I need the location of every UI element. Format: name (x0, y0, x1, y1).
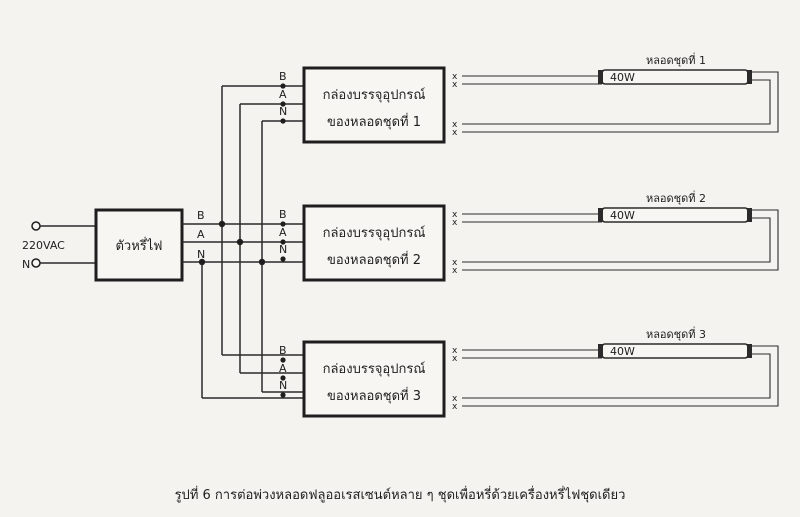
unit-terminal-n: N (279, 243, 287, 256)
source-neutral-label: N (22, 258, 30, 271)
unit-box (302, 204, 446, 282)
terminal-dot (280, 239, 286, 245)
unit-terminal-a: A (279, 362, 287, 375)
unit-terminal-a: A (279, 88, 287, 101)
output-mark: x (452, 72, 458, 82)
dimmer-terminal-a: A (197, 228, 205, 241)
output-mark: x (452, 210, 458, 220)
lamp-cap (747, 208, 752, 222)
terminal-dot (280, 357, 286, 363)
output-mark: x (452, 346, 458, 356)
dimmer-label: ตัวหรี่ไฟ (115, 237, 162, 254)
lamp-cap (598, 344, 603, 358)
figure-caption: รูปที่ 6 การต่อพ่วงหลอดฟลูออเรสเซนต์หลาย… (175, 486, 626, 503)
unit-terminal-a: A (279, 226, 287, 239)
output-mark: x (452, 402, 458, 412)
output-mark: x (452, 128, 458, 138)
source-terminal-line (31, 221, 41, 231)
terminal-dot (280, 118, 286, 124)
terminal-dot (280, 256, 286, 262)
lamp-cap (598, 208, 603, 222)
lamp-cap (598, 70, 603, 84)
unit-box (302, 66, 446, 144)
terminal-dot (280, 392, 286, 398)
unit-box-label-line1: กล่องบรรจุอุปกรณ์ (323, 87, 426, 103)
terminal-dot (280, 221, 286, 227)
output-mark: x (452, 120, 458, 130)
unit-box-label-line2: ของหลอดชุดที่ 3 (327, 387, 421, 404)
output-mark: x (452, 258, 458, 268)
output-mark: x (452, 80, 458, 90)
source: 220VAC N (22, 221, 96, 271)
unit-terminal-n: N (279, 105, 287, 118)
lamp-set-label: หลอดชุดที่ 2 (646, 190, 706, 205)
lamp-set-label: หลอดชุดที่ 3 (646, 326, 706, 341)
source-voltage-label: 220VAC (22, 239, 65, 252)
terminal-dot (280, 375, 286, 381)
unit-box-label-line1: กล่องบรรจุอุปกรณ์ (323, 361, 426, 377)
bus-wiring (182, 85, 304, 399)
dimmer-terminal-b: B (197, 209, 205, 222)
lamp-rating: 40W (610, 71, 635, 84)
unit-box (302, 340, 446, 418)
lamp-cap (747, 70, 752, 84)
lamp-rating: 40W (610, 209, 635, 222)
output-mark: x (452, 394, 458, 404)
unit-terminal-b: B (279, 344, 287, 357)
unit-terminal-b: B (279, 70, 287, 83)
unit-terminal-n: N (279, 379, 287, 392)
output-mark: x (452, 354, 458, 364)
unit-box-label-line2: ของหลอดชุดที่ 1 (327, 113, 421, 130)
lamp-cap (747, 344, 752, 358)
dimmer-box: ตัวหรี่ไฟ B A N (94, 208, 205, 282)
lamp-rating: 40W (610, 345, 635, 358)
source-terminal-neutral (31, 258, 41, 268)
terminal-dot (280, 83, 286, 89)
unit-terminal-b: B (279, 208, 287, 221)
unit-box-label-line2: ของหลอดชุดที่ 2 (327, 251, 421, 268)
output-mark: x (452, 218, 458, 228)
output-mark: x (452, 266, 458, 276)
lamp-set-label: หลอดชุดที่ 1 (646, 52, 706, 67)
dimmer-terminal-n: N (197, 248, 205, 261)
unit-box-label-line1: กล่องบรรจุอุปกรณ์ (323, 225, 426, 241)
terminal-dot (280, 101, 286, 107)
